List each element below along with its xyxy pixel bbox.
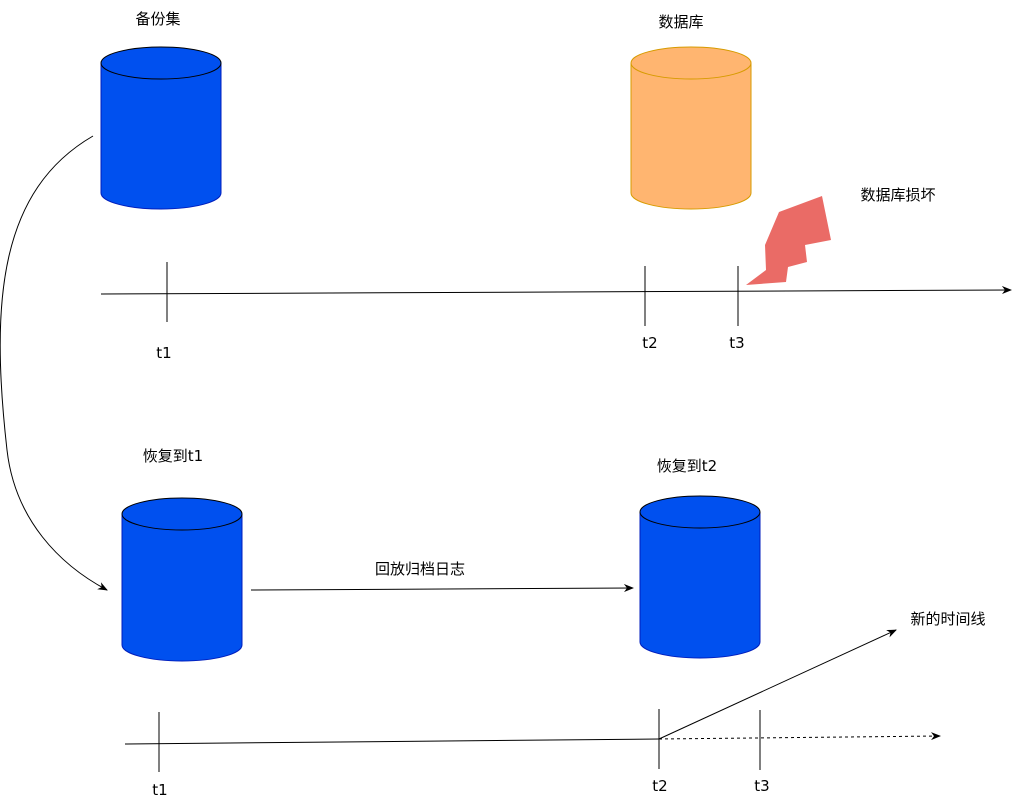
backup-set-label: 备份集 [135, 10, 180, 28]
restored-t1-top [121, 497, 243, 531]
backup-set-body [100, 63, 222, 210]
database-top [630, 46, 752, 80]
restored-t2-label: 恢复到t2 [657, 457, 717, 475]
restored-t1-cylinder[interactable] [121, 497, 243, 662]
damage-label: 数据库损坏 [860, 186, 935, 204]
database-label: 数据库 [658, 13, 703, 31]
new-timeline-arrow [658, 629, 897, 740]
restore-curve-arrow [0, 135, 108, 591]
database-cylinder[interactable] [630, 46, 752, 210]
restored-t1-body [121, 514, 243, 662]
new-timeline-label: 新的时间线 [910, 610, 985, 628]
restored-t2-cylinder[interactable] [639, 495, 761, 659]
backup-set-top [100, 46, 222, 80]
top-tick-label-t1: t1 [156, 344, 171, 362]
top-tick-label-t3: t3 [729, 334, 744, 352]
bottom-timeline-axis [124, 738, 660, 745]
bottom-timeline-dashed [658, 732, 941, 741]
restored-t1-label: 恢复到t1 [143, 447, 203, 465]
top-timeline-axis [100, 286, 1012, 295]
lightning-bolt-icon [746, 196, 831, 285]
restored-t2-body [639, 512, 761, 659]
bottom-tick-label-t1: t1 [152, 781, 167, 799]
backup-set-cylinder[interactable] [100, 46, 222, 210]
top-tick-label-t2: t2 [642, 334, 657, 352]
database-body [630, 63, 752, 210]
bottom-tick-label-t2: t2 [652, 777, 667, 795]
bottom-tick-label-t3: t3 [754, 777, 769, 795]
replay-logs-label: 回放归档日志 [375, 560, 465, 578]
replay-logs-arrow [250, 584, 634, 593]
restored-t2-top [639, 495, 761, 529]
